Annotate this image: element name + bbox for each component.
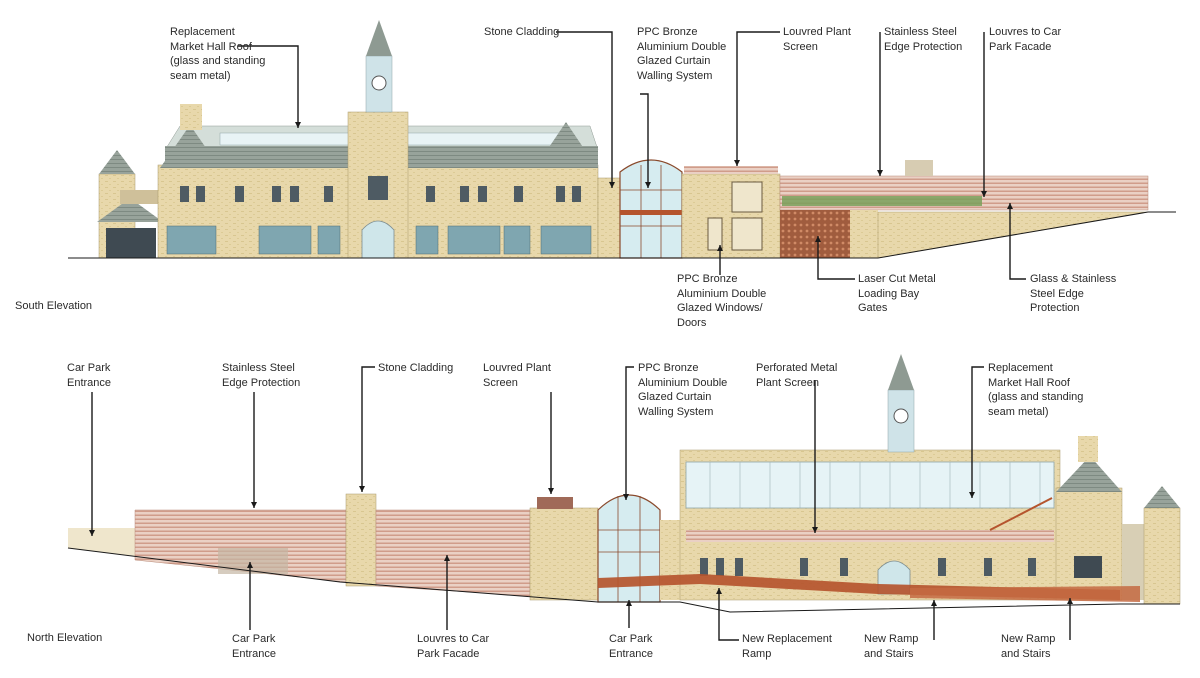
arrowhead-north-stone [359,486,365,492]
leader-lines [91,31,1071,641]
arrowhead-south-gates [815,236,821,242]
leader-south-stone [556,31,613,188]
arrowhead-north-cpe-low [247,562,253,568]
arrowhead-north-roof [969,492,975,498]
arrowhead-south-edge [877,170,883,176]
arrowhead-north-perforated [812,527,818,533]
arrowhead-south-plant [734,160,740,166]
south-elevation-building [97,20,1149,259]
arrowhead-south-stone [609,182,615,188]
arrowhead-south-glassedge [1007,203,1013,209]
leader-south-roof [238,45,299,128]
leader-north-stone [361,366,375,492]
arrowhead-north-ramp1 [931,600,937,606]
leader-south-gates [817,236,855,280]
north-elevation-title: North Elevation [27,632,103,644]
north-label-stone-cladding: Stone Cladding [378,362,454,374]
south-ground-line [68,211,1176,259]
arrowhead-north-ramp2 [1067,598,1073,604]
leader-north-roof [971,366,984,498]
arrowhead-north-cpe-top [89,530,95,536]
arrowhead-north-ramp [716,588,722,594]
arrowhead-north-edge [251,502,257,508]
leader-north-curtain [625,366,634,500]
north-ground-line [67,547,1180,613]
arrowhead-south-roof [295,122,301,128]
arrowhead-north-plant [548,488,554,494]
north-elevation-building [68,354,1181,605]
leader-south-curtain [640,93,649,188]
leader-arrowheads [89,122,1073,606]
leader-north-ramp [718,588,739,641]
arrowhead-south-louvres [981,191,987,197]
south-elevation-title: South Elevation [15,300,93,312]
arrowhead-south-windows [717,245,723,251]
leader-south-glassedge [1009,203,1026,280]
south-label-stone-cladding: Stone Cladding [484,26,560,38]
arrowhead-north-louvres [444,555,450,561]
arrowhead-north-curtain [623,494,629,500]
arrowhead-north-cpe-mid [626,600,632,606]
arrowhead-south-curtain [645,182,651,188]
leader-south-plant [736,31,780,166]
